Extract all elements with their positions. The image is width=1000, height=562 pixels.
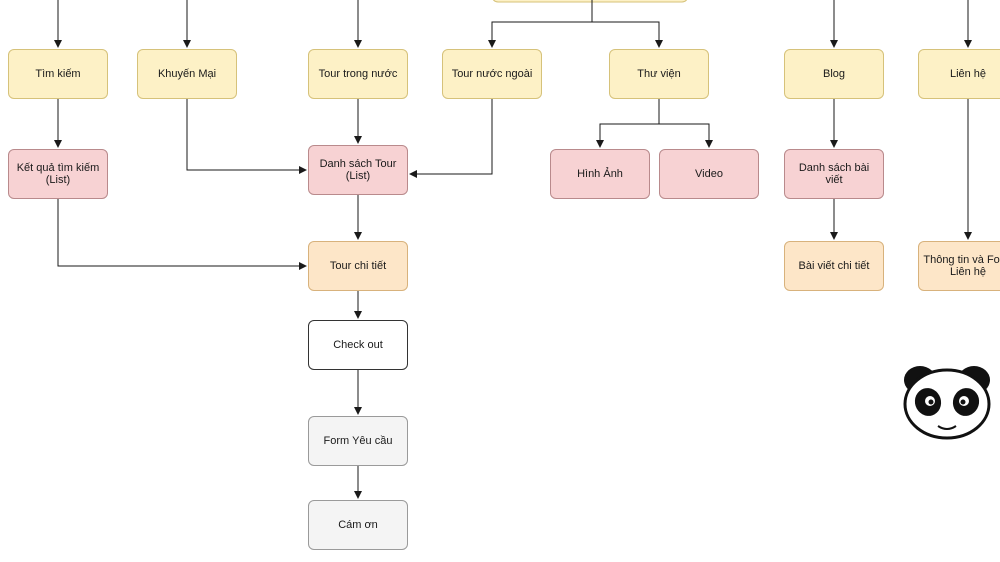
node-label: Danh sách Tour (List) <box>319 158 397 182</box>
node-danh-sach-tour: Danh sách Tour (List) <box>308 145 408 195</box>
node-khuyen-mai: Khuyến Mại <box>137 49 237 99</box>
node-ket-qua-tim-kiem: Kết quả tìm kiếm (List) <box>8 149 108 199</box>
node-label: Tour nước ngoài <box>451 68 533 80</box>
node-label: Khuyến Mại <box>157 68 217 80</box>
node-label: Blog <box>822 68 846 80</box>
edge-offscreen-branch-left <box>488 0 593 48</box>
node-danh-sach-bai-viet: Danh sách bài viết <box>784 149 884 199</box>
node-hinh-anh: Hình Ảnh <box>550 149 650 199</box>
edge-tour-nuoc-ngoai-to-danh-sach-tour <box>409 99 493 178</box>
edge-khuyen-mai-to-danh-sach-tour <box>186 99 307 174</box>
node-bai-viet-chi-tiet: Bài viết chi tiết <box>784 241 884 291</box>
node-offscreen-root <box>492 0 688 3</box>
node-label: Video <box>695 168 723 180</box>
edge-offscreen-branch-right <box>592 21 663 48</box>
node-video: Video <box>659 149 759 199</box>
node-label: Cám ơn <box>338 519 378 531</box>
edge-thu-vien-to-video <box>658 99 713 148</box>
node-label: Bài viết chi tiết <box>798 260 870 272</box>
node-thu-vien: Thư viện <box>609 49 709 99</box>
node-label: Thông tin và Form Liên hệ <box>923 254 1000 278</box>
panda-face-icon <box>903 366 991 440</box>
node-label: Tìm kiếm <box>35 68 81 80</box>
node-tour-chi-tiet: Tour chi tiết <box>308 241 408 291</box>
node-form-yeu-cau: Form Yêu cầu <box>308 416 408 466</box>
node-label: Form Yêu cầu <box>323 435 393 447</box>
node-cam-on: Cám ơn <box>308 500 408 550</box>
node-tour-trong-nuoc: Tour trong nước <box>308 49 408 99</box>
node-lien-he: Liên hệ <box>918 49 1000 99</box>
node-thong-tin-form-lien-he: Thông tin và Form Liên hệ <box>918 241 1000 291</box>
node-label: Hình Ảnh <box>577 168 623 180</box>
node-tim-kiem: Tìm kiếm <box>8 49 108 99</box>
node-label: Tour trong nước <box>318 68 398 80</box>
edge-thu-vien-to-hinh-anh <box>596 99 660 148</box>
node-check-out: Check out <box>308 320 408 370</box>
node-blog: Blog <box>784 49 884 99</box>
edge-ket-qua-tim-kiem-to-tour-chi-tiet <box>57 199 307 270</box>
node-label: Thư viện <box>637 68 681 80</box>
node-label: Check out <box>333 339 383 351</box>
node-label: Kết quả tìm kiếm (List) <box>16 162 100 186</box>
node-label: Liên hệ <box>949 68 987 80</box>
node-tour-nuoc-ngoai: Tour nước ngoài <box>442 49 542 99</box>
node-label: Tour chi tiết <box>329 260 387 272</box>
node-label: Danh sách bài viết <box>798 162 870 186</box>
